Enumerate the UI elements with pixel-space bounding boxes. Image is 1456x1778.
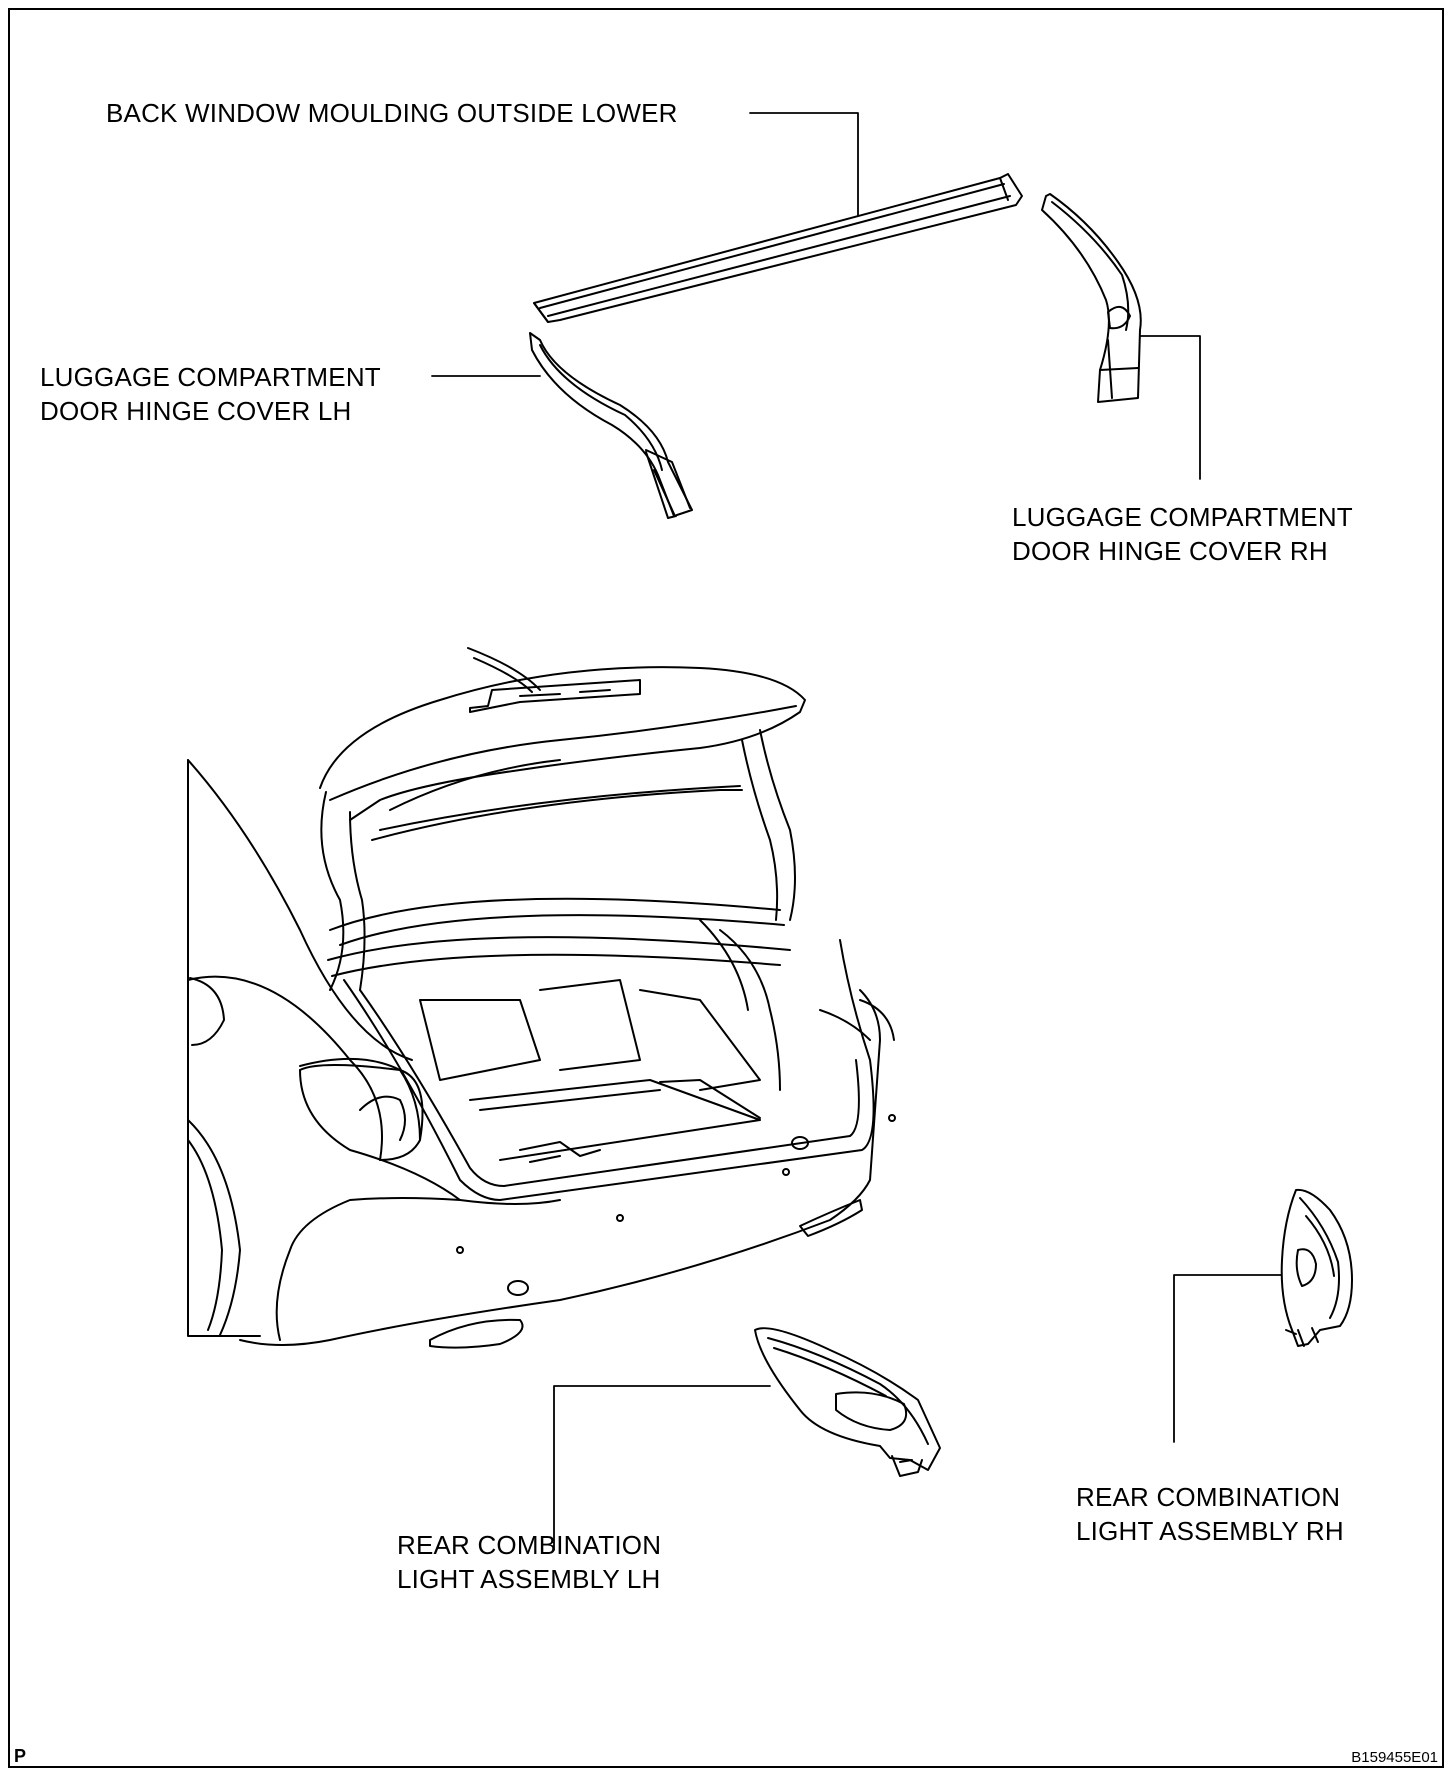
label-hinge-cover-lh-line2: DOOR HINGE COVER LH [40,396,352,426]
label-rear-light-rh: REAR COMBINATION LIGHT ASSEMBLY RH [1076,1480,1344,1548]
label-rear-light-lh-line1: REAR COMBINATION [397,1530,662,1560]
hinge-cover-rh-part [1041,193,1142,403]
label-rear-light-rh-line1: REAR COMBINATION [1076,1482,1341,1512]
label-hinge-cover-lh-line1: LUGGAGE COMPARTMENT [40,362,381,392]
diagram-frame [8,8,1444,1768]
label-back-window-moulding: BACK WINDOW MOULDING OUTSIDE LOWER [106,98,678,128]
car-rear-illustration [187,647,896,1349]
back-window-moulding-part [533,173,1023,323]
corner-mark: P [14,1746,27,1766]
label-hinge-cover-rh-line1: LUGGAGE COMPARTMENT [1012,502,1353,532]
leader-back-window-moulding [749,112,859,237]
figure-code: B159455E01 [1351,1749,1438,1766]
label-hinge-cover-rh-line2: DOOR HINGE COVER RH [1012,536,1328,566]
leader-rear-light-lh [553,1385,771,1551]
rear-light-rh-part [1280,1188,1353,1347]
label-rear-light-lh: REAR COMBINATION LIGHT ASSEMBLY LH [397,1528,661,1596]
label-rear-light-lh-line2: LIGHT ASSEMBLY LH [397,1564,661,1594]
label-rear-light-rh-line2: LIGHT ASSEMBLY RH [1076,1516,1344,1546]
leader-rear-light-rh [1173,1274,1291,1443]
leader-hinge-cover-rh [1139,335,1201,480]
rear-light-lh-part [754,1327,941,1477]
label-hinge-cover-lh: LUGGAGE COMPARTMENT DOOR HINGE COVER LH [40,360,381,428]
hinge-cover-lh-part [529,332,693,519]
label-hinge-cover-rh: LUGGAGE COMPARTMENT DOOR HINGE COVER RH [1012,500,1353,568]
leader-lines [431,112,1291,1551]
